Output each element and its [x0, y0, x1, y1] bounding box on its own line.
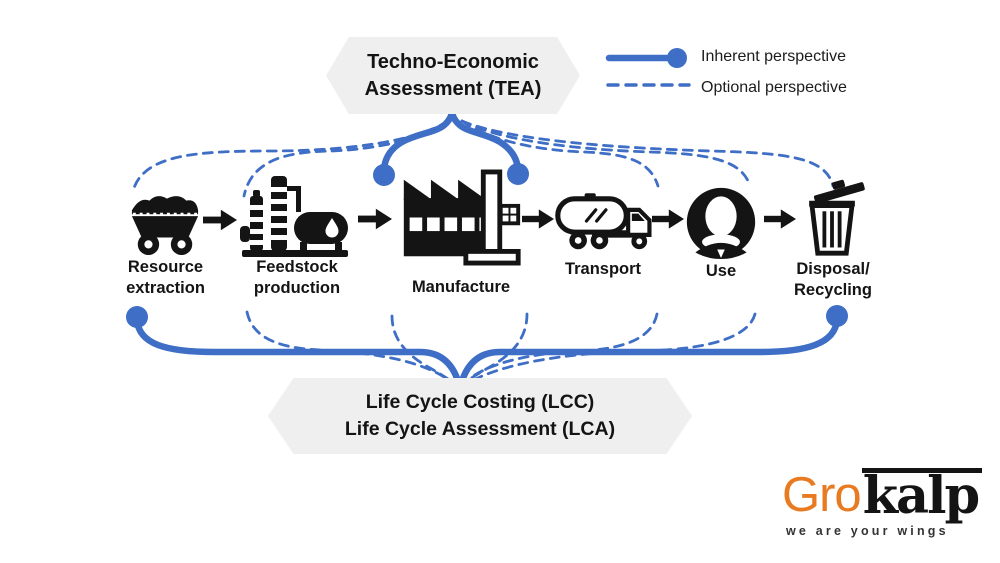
tanker-truck-icon — [555, 193, 652, 250]
tea-inherent-curve — [380, 109, 522, 173]
logo-text-kalp: kalp — [861, 468, 983, 522]
flow-arrow-icon — [764, 209, 796, 229]
lca-inherent-dot-left — [126, 306, 148, 328]
flow-arrow-icon — [358, 208, 392, 230]
lca-inherent-dot-right — [826, 305, 848, 327]
tea-inherent-dot-left — [373, 164, 395, 186]
factory-icon — [403, 169, 521, 266]
stage-label-feedstock-production: Feedstock production — [253, 258, 341, 297]
refinery-icon — [240, 176, 348, 257]
person-icon — [686, 187, 756, 259]
flow-arrow-icon — [203, 209, 237, 231]
stage-label-transport: Transport — [564, 260, 642, 278]
stage-label-resource-extraction: Resource extraction — [126, 258, 205, 297]
trash-bin-icon — [809, 179, 865, 256]
stage-label-use: Use — [705, 262, 737, 280]
tea-inherent-dot-right — [507, 163, 529, 185]
flow-arrow-icon — [652, 209, 684, 229]
flow-arrow-icon — [522, 209, 554, 229]
dashed-line-icon — [606, 83, 691, 87]
mine-cart-icon — [131, 196, 199, 256]
legend-inherent-label: Inherent perspective — [701, 48, 846, 65]
lca-banner: Life Cycle Costing (LCC) Life Cycle Asse… — [268, 378, 692, 454]
stage-label-manufacture: Manufacture — [411, 278, 511, 296]
legend-optional-label: Optional perspective — [701, 79, 847, 96]
logo-tagline: we are your wings — [786, 524, 949, 538]
tea-banner: Techno-Economic Assessment (TEA) — [326, 37, 580, 114]
logo-text-gro: Gro — [782, 468, 862, 522]
solid-line-with-dot-icon — [605, 48, 687, 68]
stage-label-disposal-recycling: Disposal/ Recycling — [794, 260, 872, 299]
